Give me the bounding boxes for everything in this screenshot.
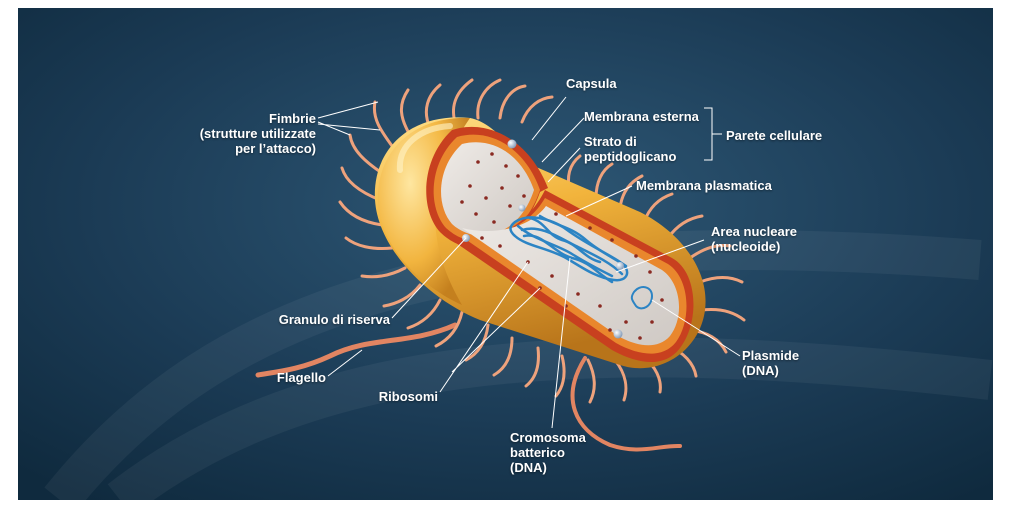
label-membrana-esterna: Membrana esterna — [584, 109, 699, 124]
label-ribosomi: Ribosomi — [370, 389, 438, 404]
label-strato-peptidoglicano: Strato di peptidoglicano — [584, 134, 676, 164]
label-membrana-plasmatica: Membrana plasmatica — [636, 178, 772, 193]
label-area-nucleare: Area nucleare (nucleoide) — [711, 224, 797, 254]
label-capsula: Capsula — [566, 76, 617, 91]
label-parete-cellulare: Parete cellulare — [726, 128, 822, 143]
label-cromosoma-batterico: Cromosoma batterico (DNA) — [510, 430, 586, 475]
label-plasmide: Plasmide (DNA) — [742, 348, 799, 378]
label-flagello: Flagello — [270, 370, 326, 385]
label-fimbrie: Fimbrie (strutture utilizzate per l’atta… — [196, 111, 316, 156]
label-granulo-riserva: Granulo di riserva — [246, 312, 390, 327]
